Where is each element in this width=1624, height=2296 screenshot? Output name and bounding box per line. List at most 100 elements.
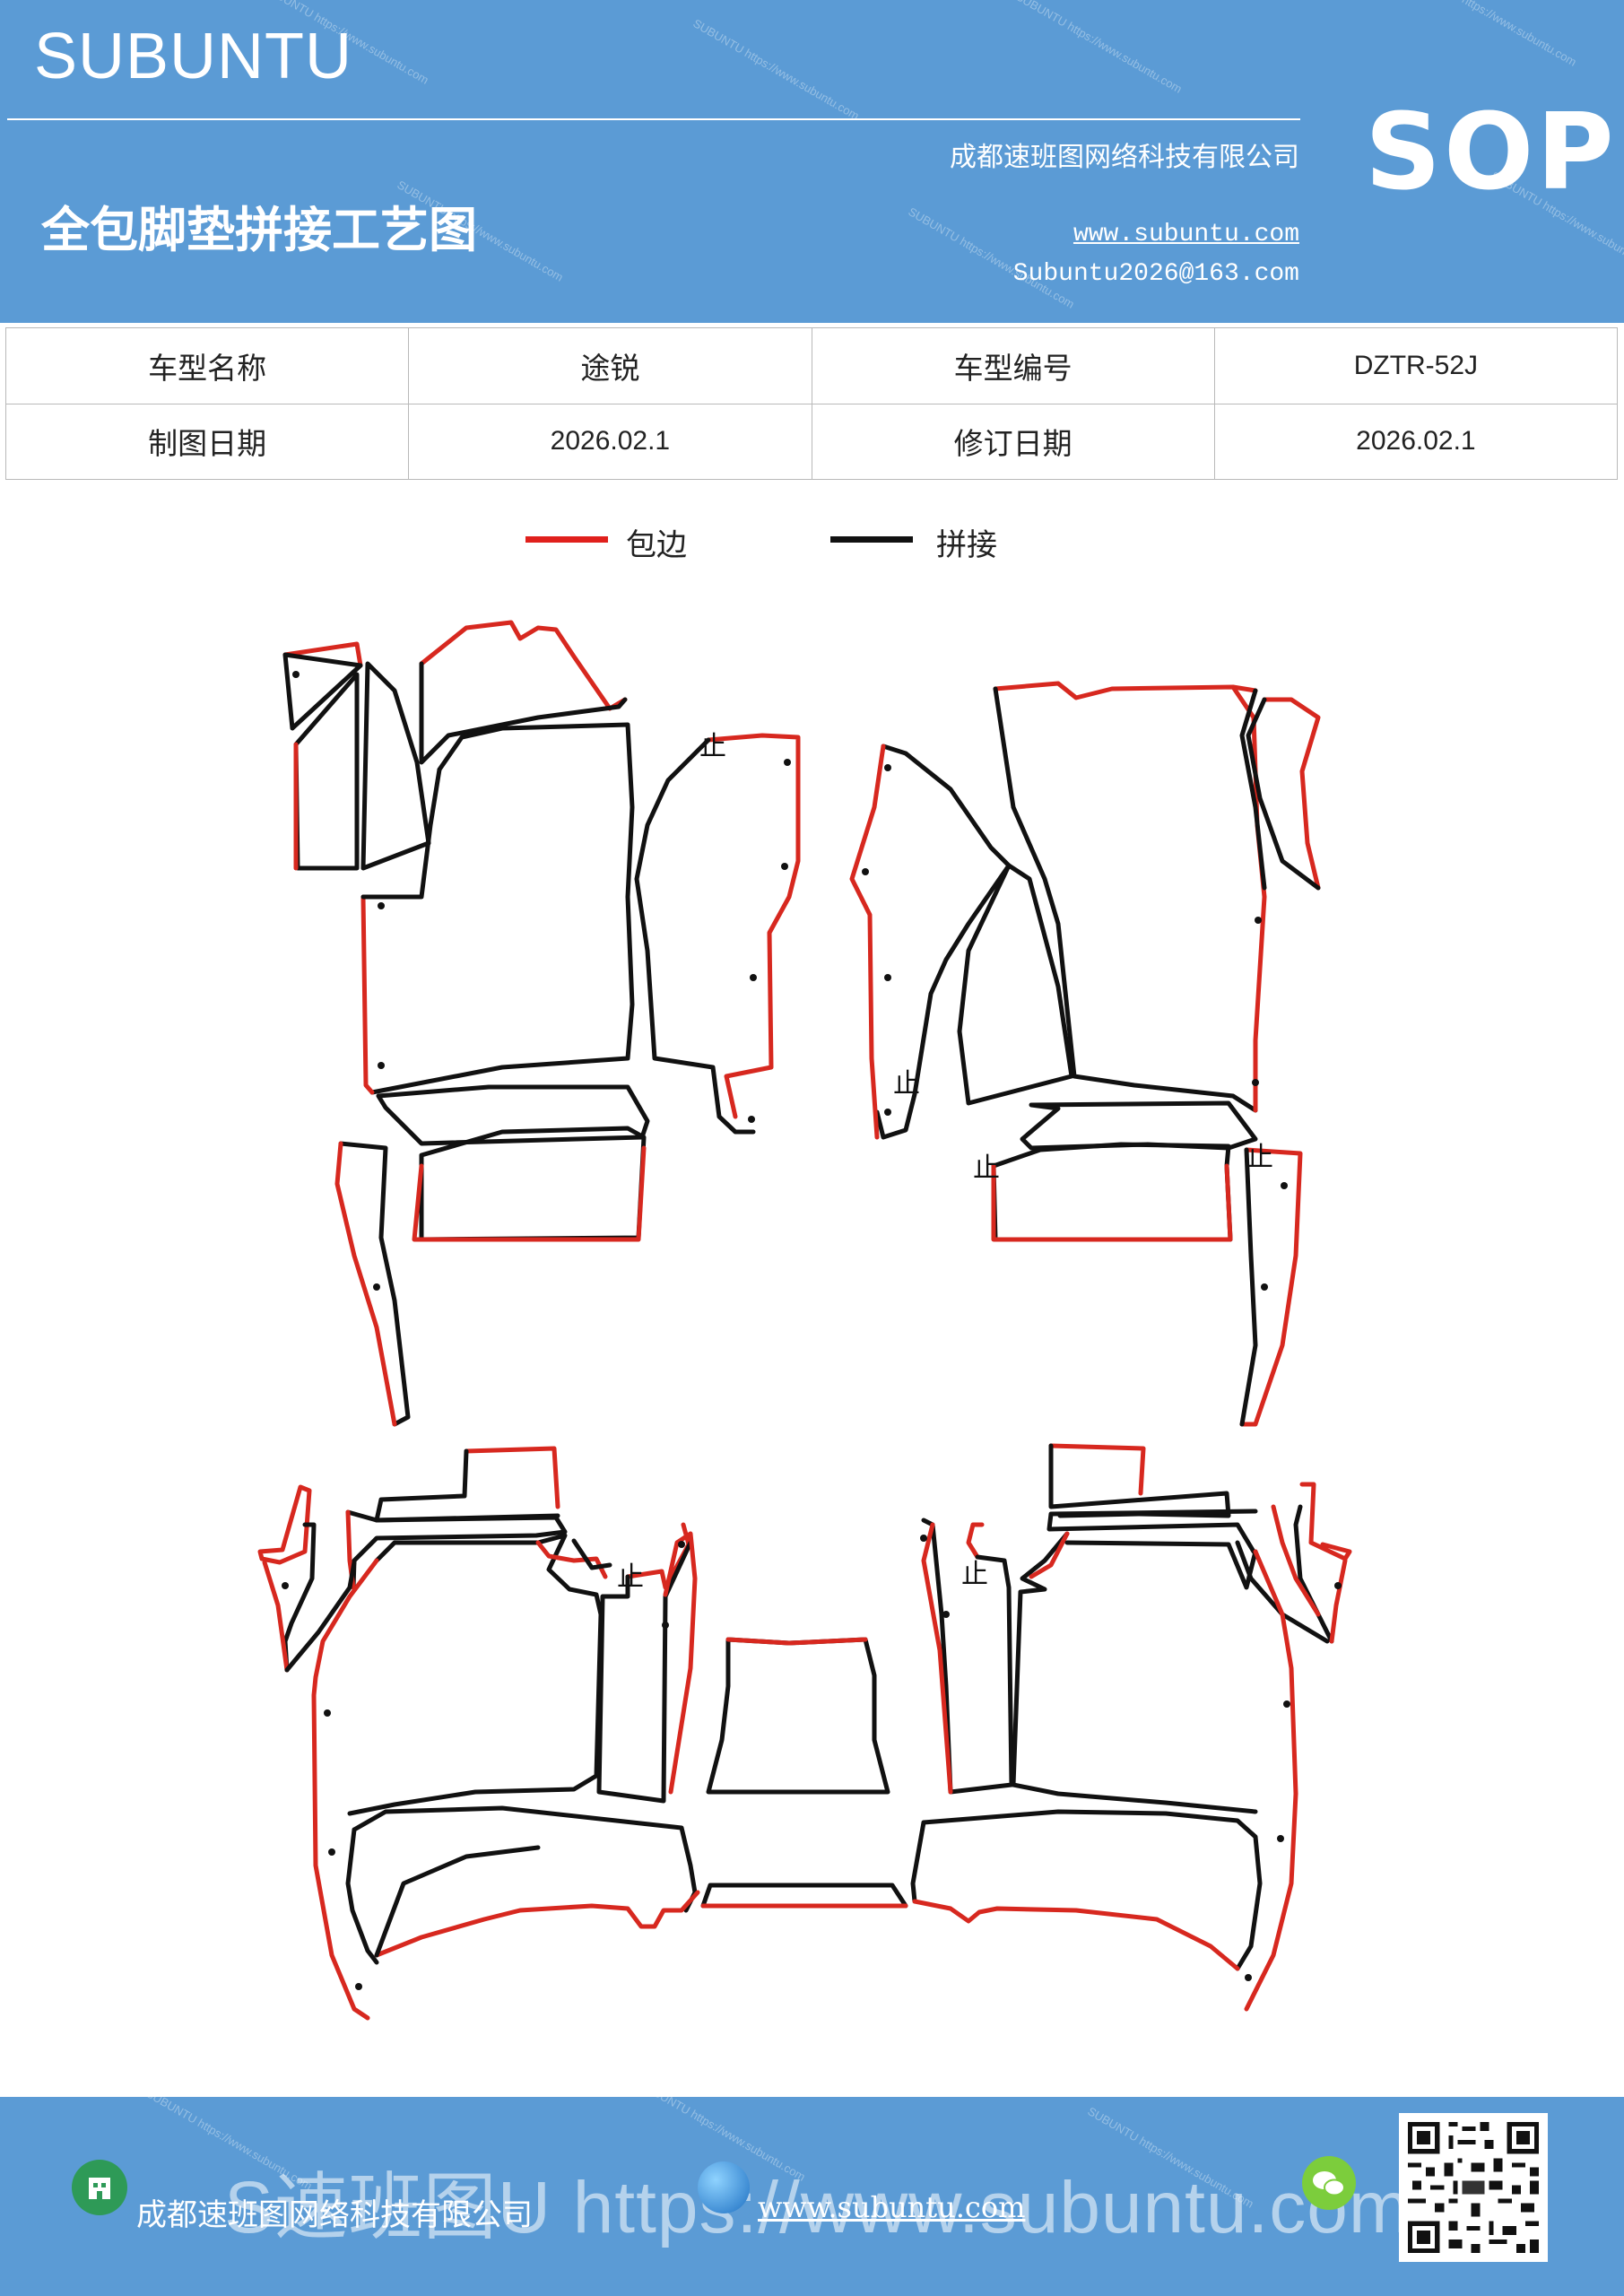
- mat-piece: [282, 641, 363, 668]
- hole-dot: [678, 1541, 685, 1548]
- stop-mark: 止: [1246, 1142, 1273, 1173]
- hole-dot: [378, 902, 385, 909]
- legend-label-edging: 包边: [626, 527, 687, 563]
- building-icon: [72, 2160, 127, 2215]
- hole-dot: [292, 671, 300, 678]
- hole-dot: [373, 1283, 380, 1291]
- mat-piece: [1299, 1482, 1352, 1561]
- email-address: Subuntu2026@163.com: [1012, 260, 1299, 288]
- hole-dot: [355, 1983, 362, 1990]
- hole-dot: [328, 1848, 335, 1856]
- website-link[interactable]: www.subuntu.com: [1073, 221, 1299, 248]
- mat-piece: [262, 1560, 290, 1673]
- mat-piece: [376, 1084, 650, 1146]
- mat-piece: [1230, 684, 1267, 1113]
- watermark: SUBUNTU https://www.subuntu.com: [906, 204, 1077, 311]
- mat-piece: [1246, 697, 1321, 891]
- mat-piece: [1011, 1531, 1258, 1814]
- hole-dot: [884, 1109, 891, 1116]
- document-title: 全包脚垫拼接工艺图: [41, 202, 477, 258]
- rear-right-mat-group: 止: [910, 1443, 1352, 2012]
- mat-piece: [706, 733, 801, 1119]
- qr-code: [1399, 2113, 1548, 2262]
- mat-piece: [1029, 1531, 1070, 1579]
- mat-piece: [347, 1533, 604, 1816]
- wechat-icon: [1302, 2156, 1356, 2210]
- mat-piece: [849, 744, 886, 1140]
- legend: 包边 拼接: [0, 520, 1624, 574]
- company-name: 成都速班图网络科技有限公司: [950, 142, 1299, 173]
- mat-piece: [345, 1509, 568, 1590]
- mounting-holes: [282, 671, 1342, 1990]
- hole-dot: [750, 974, 757, 981]
- mat-piece: [257, 1484, 312, 1565]
- mat-piece: [1020, 1100, 1258, 1151]
- legend-label-seam: 拼接: [936, 527, 997, 563]
- mat-piece: [957, 863, 1074, 1106]
- floor-mat-diagram: 止 止 止 止: [257, 620, 1352, 2021]
- table-cell: DZTR-52J: [1213, 327, 1619, 404]
- watermark: SUBUNTU https://www.subuntu.com: [1013, 0, 1185, 96]
- mat-piece: [374, 1890, 700, 1958]
- center-tunnel-mat-group: [700, 1637, 908, 1909]
- mat-piece: [369, 722, 635, 1095]
- table-cell: 2026.02.1: [1213, 403, 1619, 480]
- mat-piece: [1239, 1147, 1258, 1427]
- mat-piece: [1262, 697, 1321, 891]
- hole-dot: [942, 1611, 950, 1618]
- hole-dot: [1283, 1700, 1290, 1708]
- table-cell: 途锐: [408, 327, 812, 404]
- hole-dot: [1334, 1582, 1342, 1589]
- stop-mark: 止: [617, 1561, 644, 1593]
- hole-dot: [1281, 1182, 1288, 1189]
- mat-piece: [910, 1820, 926, 1904]
- mat-piece: [1235, 1540, 1330, 1644]
- watermark: SUBUNTU https://www.subuntu.com: [1408, 0, 1579, 69]
- header-banner: SUBUNTU https://www.subuntu.com SUBUNTU …: [0, 0, 1624, 323]
- hole-dot: [784, 759, 791, 766]
- mat-piece: [1046, 1509, 1258, 1554]
- mat-piece: [912, 1899, 1240, 1971]
- table-cell: 车型名称: [4, 327, 410, 404]
- mat-piece: [921, 1522, 953, 1795]
- table-row: 车型名称 途锐 车型编号 DZTR-52J: [4, 327, 1619, 404]
- mat-piece: [663, 1531, 698, 1795]
- table-row: 制图日期 2026.02.1 修订日期 2026.02.1: [4, 403, 1619, 480]
- mat-piece: [412, 1145, 647, 1242]
- stop-mark: 止: [973, 1152, 1000, 1184]
- mat-piece: [993, 686, 1258, 1113]
- footer-website-link[interactable]: www.subuntu.com: [758, 2190, 1026, 2224]
- mat-piece: [464, 1446, 560, 1509]
- mat-piece: [360, 894, 375, 1095]
- hole-dot: [1277, 1835, 1284, 1842]
- front-left-mat-group: 止: [282, 620, 801, 1427]
- mat-piece: [282, 1522, 317, 1673]
- mat-piece: [360, 661, 431, 871]
- stop-mark: 止: [893, 1068, 920, 1100]
- hole-dot: [884, 974, 891, 981]
- mat-piece: [1329, 1558, 1348, 1644]
- hole-dot: [884, 764, 891, 771]
- mat-piece: [1244, 1549, 1298, 2012]
- footer-company-name: 成都速班图网络科技有限公司: [136, 2197, 533, 2233]
- mat-piece: [1064, 1540, 1258, 1590]
- hole-dot: [862, 868, 869, 875]
- mat-piece: [1293, 1504, 1334, 1644]
- legend-swatch-edging: [525, 536, 608, 543]
- mat-piece: [419, 661, 628, 765]
- mat-piece: [571, 1538, 612, 1570]
- table-cell: 车型编号: [811, 327, 1215, 404]
- mat-piece: [352, 1805, 698, 1913]
- legend-swatch-seam: [830, 536, 913, 543]
- mat-piece: [374, 1448, 560, 1523]
- hole-dot: [748, 1116, 755, 1123]
- mat-piece: [991, 1163, 1233, 1242]
- mat-piece: [1271, 1504, 1321, 1617]
- mat-piece: [419, 620, 628, 711]
- mat-piece: [991, 1142, 1233, 1242]
- mat-piece: [1239, 1147, 1303, 1427]
- stop-mark: 止: [699, 731, 726, 762]
- globe-icon: [698, 2161, 750, 2213]
- mat-piece: [360, 767, 442, 900]
- hole-dot: [1245, 1974, 1252, 1981]
